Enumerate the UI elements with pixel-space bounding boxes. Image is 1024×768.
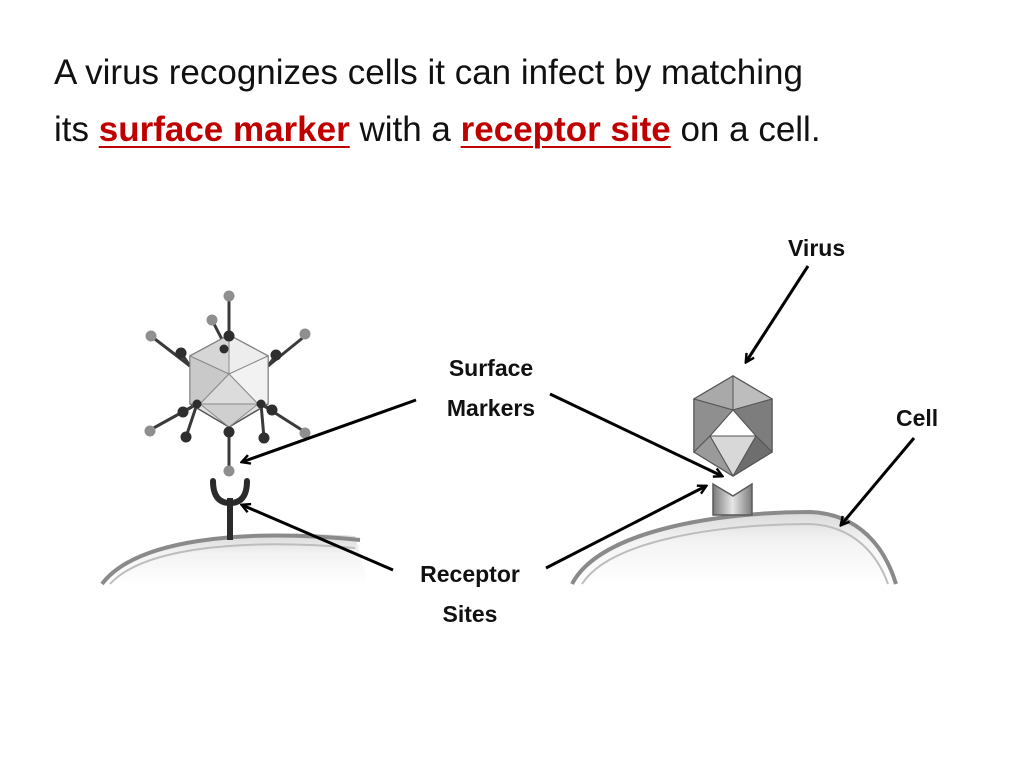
receptor-sites-line-2: Sites	[442, 601, 498, 627]
receptor-sites-label: Receptor Sites	[400, 554, 540, 634]
right-receptor-site	[712, 482, 753, 516]
surface-markers-line-1: Surface	[448, 355, 534, 381]
surface-markers-label: Surface Markers	[424, 348, 558, 428]
receptor-site-term: receptor site	[460, 110, 671, 149]
virus-label-text: Virus	[788, 235, 846, 261]
headline-line-1-text: A virus recognizes cells it can infect b…	[54, 53, 803, 92]
cell-arrow	[841, 437, 916, 525]
right-cell	[570, 509, 898, 585]
receptor-site-arrow-left	[242, 505, 394, 572]
cell-label: Cell	[896, 398, 938, 438]
arrows	[242, 265, 916, 572]
right-virus	[692, 375, 774, 478]
headline-suffix: on a cell.	[680, 110, 821, 149]
headline-middle: with a	[359, 110, 451, 149]
receptor-site-arrow-right	[545, 486, 706, 570]
surface-marker-arrow-left	[242, 398, 417, 462]
headline-prefix: its	[54, 110, 89, 149]
virus-arrow	[746, 265, 810, 362]
left-virus	[144, 290, 311, 477]
headline-line-2: its surface marker with a receptor site …	[54, 101, 994, 158]
cell-label-text: Cell	[896, 405, 939, 431]
virus-label: Virus	[788, 228, 845, 268]
headline: A virus recognizes cells it can infect b…	[54, 44, 994, 158]
surface-marker-arrow-right	[549, 392, 722, 476]
surface-marker-term: surface marker	[98, 110, 350, 149]
receptor-sites-line-1: Receptor	[420, 561, 520, 587]
surface-markers-line-2: Markers	[446, 395, 536, 421]
headline-line-1: A virus recognizes cells it can infect b…	[54, 44, 994, 101]
left-receptor-site	[210, 478, 250, 540]
